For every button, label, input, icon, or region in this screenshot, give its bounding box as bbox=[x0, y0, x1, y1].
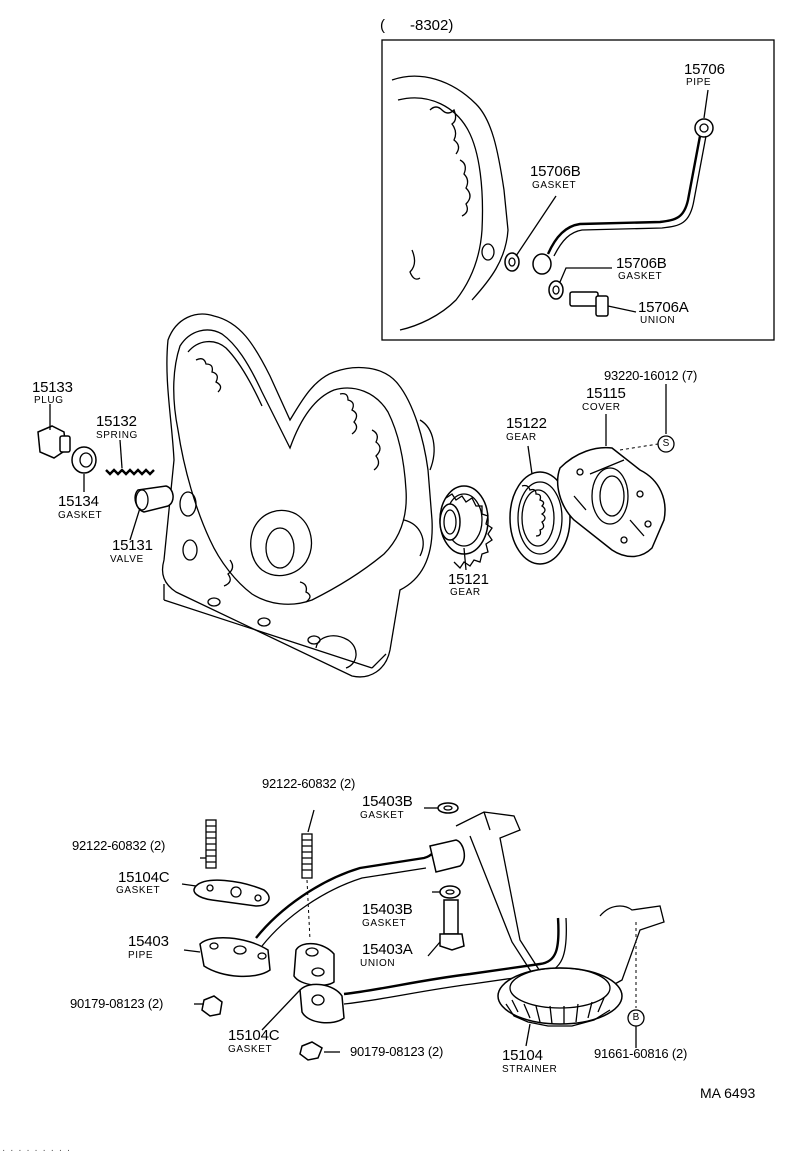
s-marker-circle bbox=[657, 435, 675, 453]
part-number: 15706 bbox=[684, 61, 725, 78]
inset-pipe bbox=[504, 118, 714, 317]
part-number: 15133 bbox=[32, 379, 73, 396]
part-name: GASKET bbox=[116, 885, 161, 896]
part-name: GASKET bbox=[360, 810, 405, 821]
part-number: 15121 bbox=[448, 571, 489, 588]
part-name: PIPE bbox=[686, 77, 712, 88]
s-marker: S bbox=[662, 438, 670, 449]
part-name: STRAINER bbox=[502, 1064, 558, 1075]
timing-cover bbox=[161, 313, 435, 678]
part-name: UNION bbox=[640, 315, 676, 326]
part-name: GASKET bbox=[58, 510, 103, 521]
part-name: GEAR bbox=[506, 432, 537, 443]
part-number: 15122 bbox=[506, 415, 547, 432]
part-number: 15104C bbox=[228, 1027, 280, 1044]
part-number: 15403B bbox=[362, 901, 413, 918]
part-name: SPRING bbox=[96, 430, 138, 441]
part-number: 15403A bbox=[362, 941, 413, 958]
part-name: PLUG bbox=[34, 395, 64, 406]
part-name: COVER bbox=[582, 402, 621, 413]
relief-valve-parts bbox=[37, 425, 174, 513]
part-name: VALVE bbox=[110, 554, 144, 565]
part-number: 15115 bbox=[586, 385, 626, 402]
inset-model-range: ( -8302) bbox=[380, 17, 454, 34]
part-name: UNION bbox=[360, 958, 396, 969]
diagram-code: MA 6493 bbox=[700, 1085, 756, 1101]
part-number: 15132 bbox=[96, 413, 137, 430]
footer-dots: · · · · · · · · · bbox=[2, 1145, 72, 1156]
b-marker: B bbox=[632, 1012, 640, 1023]
part-name: GASKET bbox=[532, 180, 577, 191]
oil-pump-cover bbox=[556, 446, 666, 558]
part-number: 15104 bbox=[502, 1047, 543, 1064]
part-name: GASKET bbox=[362, 918, 407, 929]
part-number: 15403 bbox=[128, 933, 169, 950]
part-number: 93220-16012 (7) bbox=[604, 368, 698, 383]
inset-frame bbox=[381, 39, 775, 341]
part-number: 92122-60832 (2) bbox=[262, 776, 356, 791]
part-name: GASKET bbox=[618, 271, 663, 282]
part-number: 15131 bbox=[112, 537, 153, 554]
part-number: 90179-08123 (2) bbox=[70, 996, 164, 1011]
inset-housing bbox=[391, 75, 509, 331]
pickup-assembly bbox=[193, 802, 665, 1061]
part-number: 91661-60816 (2) bbox=[594, 1046, 688, 1061]
oil-pump-gears bbox=[439, 471, 571, 570]
part-number: 92122-60832 (2) bbox=[72, 838, 166, 853]
part-name: GASKET bbox=[228, 1044, 273, 1055]
part-name: GEAR bbox=[450, 587, 481, 598]
part-number: 15134 bbox=[58, 493, 99, 510]
part-number: 15706B bbox=[616, 255, 667, 272]
part-number: 15104C bbox=[118, 869, 170, 886]
part-name: PIPE bbox=[128, 950, 154, 961]
part-number: 15403B bbox=[362, 793, 413, 810]
part-number: 15706B bbox=[530, 163, 581, 180]
part-number: 90179-08123 (2) bbox=[350, 1044, 444, 1059]
part-number: 15706A bbox=[638, 299, 689, 316]
